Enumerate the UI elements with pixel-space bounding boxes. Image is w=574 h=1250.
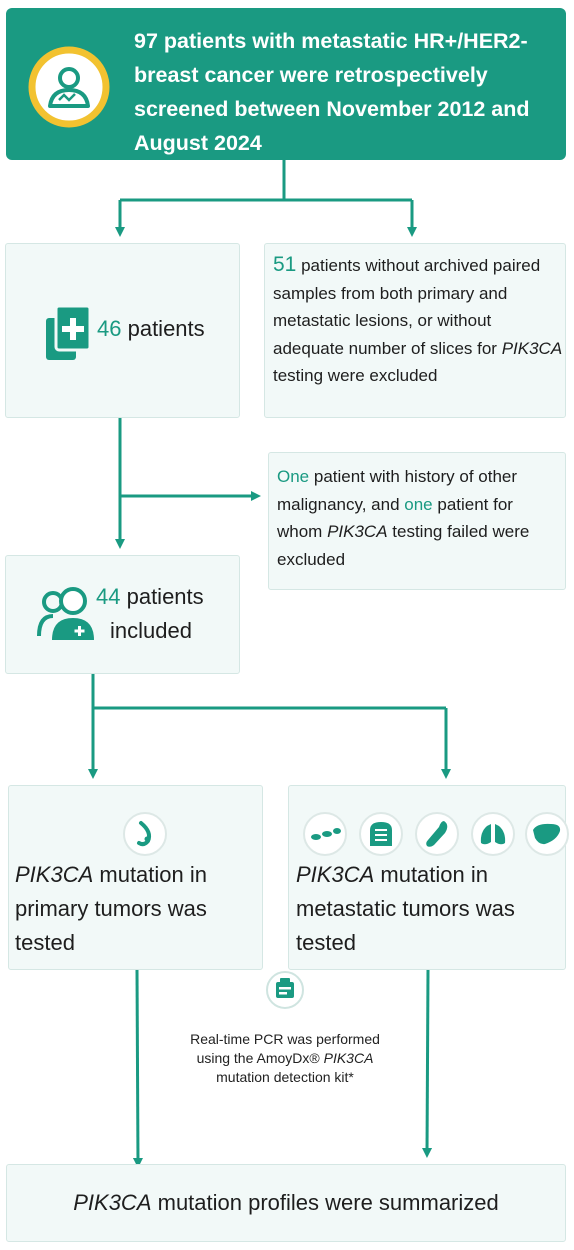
box-51-text: 51 patients without archived paired samp… [273,251,565,390]
document-add-icon [46,304,92,360]
gene-metastatic: PIK3CA [296,862,375,887]
gene-51: PIK3CA [501,338,563,358]
box-51-excluded: 51 patients without archived paired samp… [264,243,566,418]
gene-excl: PIK3CA [327,522,388,541]
one-2: one [404,494,433,514]
team-icon [37,587,94,640]
box-44-text: 44 patients included [96,580,204,648]
label-44: patients [120,584,204,609]
patient-icon [28,46,110,128]
excl-text-1: patient with history of other malignancy… [277,467,518,514]
primary-text: mutation in primary tumors was tested [15,862,207,955]
liver-tool-icon [415,812,459,856]
excl-text-3: testing failed were excluded [277,522,530,569]
box-46-patients: 46 patients [5,243,240,418]
screening-box: 97 patients with metastatic HR+/HER2- br… [6,8,566,160]
box-primary-text: PIK3CA mutation in primary tumors was te… [15,858,255,960]
summary-text: PIK3CA mutation profiles were summarized [7,1186,565,1220]
metastatic-text: mutation in metastatic tumors was tested [296,862,515,955]
count-51: 51 [273,253,297,276]
box-metastatic-tumors: PIK3CA mutation in metastatic tumors was… [288,785,569,970]
lung-icon [471,812,515,856]
gene-summary: PIK3CA [73,1190,152,1215]
box-metastatic-text: PIK3CA mutation in metastatic tumors was… [296,858,558,960]
box-two-excluded: One patient with history of other malign… [268,452,566,590]
pcr-gene: PIK3CA [323,1050,374,1066]
text-51: patients without archived paired samples… [273,256,541,358]
label-46: patients [121,316,205,341]
pcr-line-1: Real-time PCR was performed [190,1031,380,1047]
arrow-primary-to-summary [132,969,143,1168]
screening-text: 97 patients with metastatic HR+/HER2- br… [134,29,530,155]
box-46-text: 46 patients [97,312,205,346]
gene-primary: PIK3CA [15,862,94,887]
text-51-end: testing were excluded [273,366,438,385]
bone-icon [303,812,347,856]
arrow-metastatic-to-summary [422,969,433,1158]
chest-icon [359,812,403,856]
excl-text-2: patient for whom [277,494,513,542]
count-46: 46 [97,316,122,341]
box-primary-tumors: PIK3CA mutation in primary tumors was te… [8,785,263,970]
liver-icon [525,812,569,856]
pcr-line-2: using the AmoyDx® [196,1050,324,1066]
box-44-included: 44 patients included [5,555,240,674]
label-44-included: included [110,618,192,643]
pcr-kit-icon [266,971,304,1009]
summary-label: mutation profiles were summarized [151,1190,499,1215]
box-summary: PIK3CA mutation profiles were summarized [6,1164,566,1242]
pcr-line-3: mutation detection kit* [216,1069,354,1085]
one-1: One [277,467,310,486]
box-excl-text: One patient with history of other malign… [277,463,545,573]
count-44: 44 [96,584,121,609]
breast-icon [123,812,167,856]
pcr-note: Real-time PCR was performed using the Am… [150,1030,420,1087]
